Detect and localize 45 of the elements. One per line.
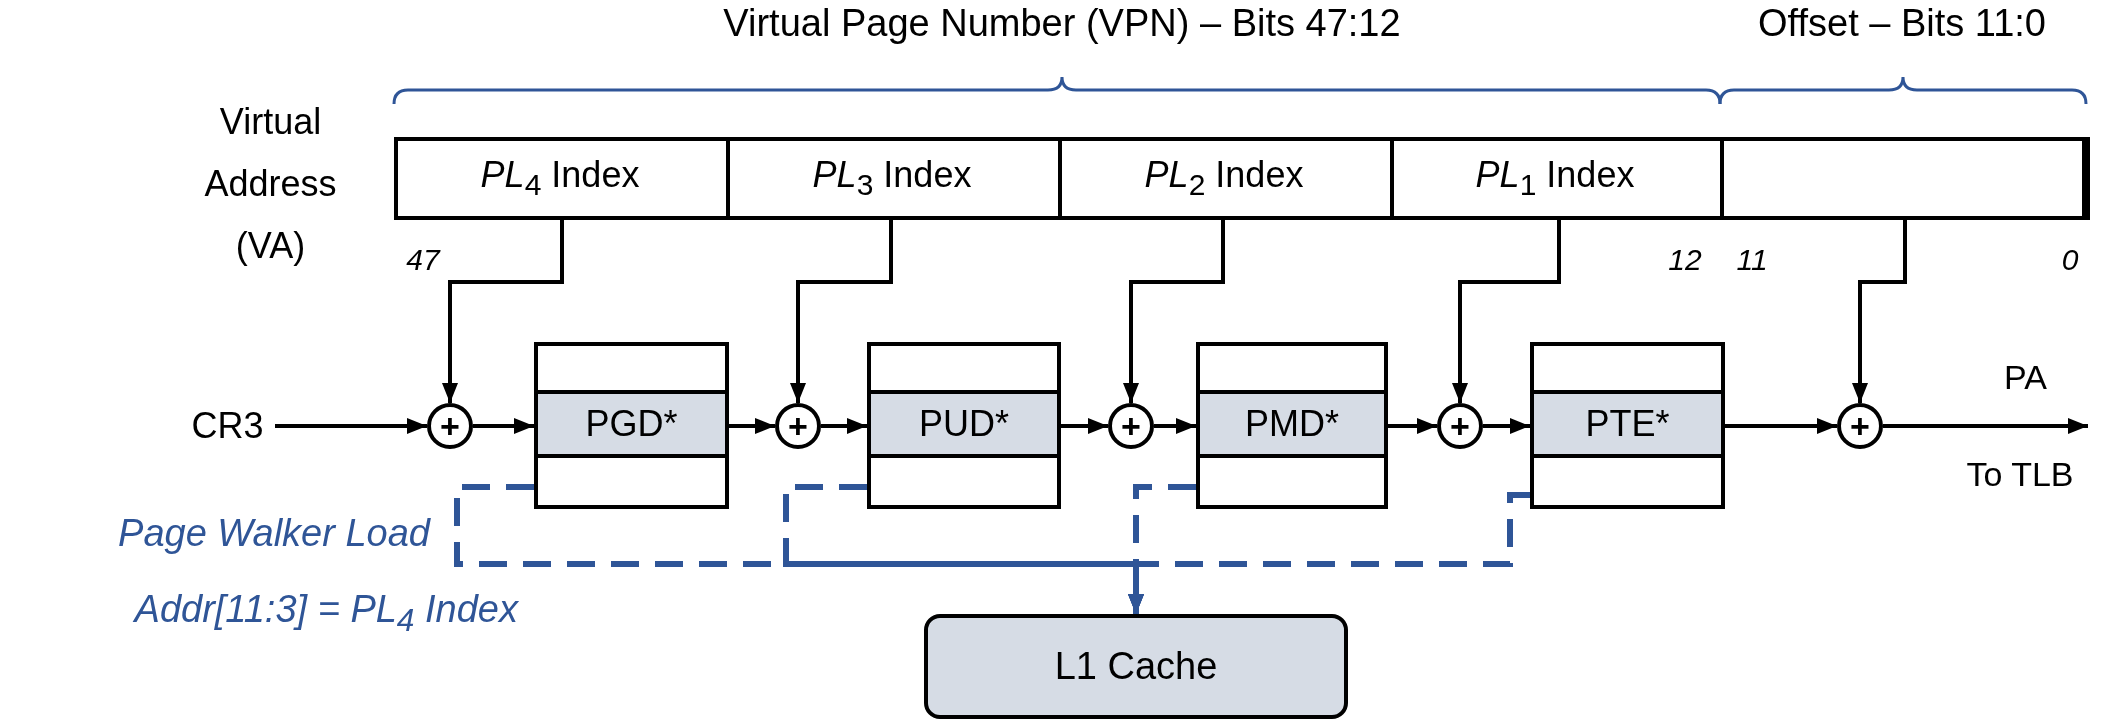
label-text: Addr[11:3] = PL$_{4}$ Index xyxy=(132,588,518,639)
table-entry: PUD* xyxy=(871,390,1057,458)
arrow xyxy=(1388,418,1437,434)
register-field: PL$_{3}$ Index xyxy=(726,137,1062,220)
adder-circle: + xyxy=(1437,403,1483,449)
table-entry: PMD* xyxy=(1200,390,1384,458)
arrow xyxy=(821,418,867,434)
label-text: Page Walker Load xyxy=(117,512,430,555)
arrow xyxy=(729,418,775,434)
arrow xyxy=(1883,418,2088,434)
register-field: PL$_{1}$ Index xyxy=(1390,137,1724,220)
page-table xyxy=(534,342,729,509)
arrow xyxy=(790,220,893,403)
register-heading: Virtual Address (VA) xyxy=(203,99,338,268)
arrow xyxy=(1123,220,1225,403)
arrow xyxy=(275,418,427,434)
label-text: 12 xyxy=(1667,243,1703,277)
node-label: CR3 xyxy=(180,400,275,452)
adder-circle: + xyxy=(1837,403,1883,449)
label-text: 0 xyxy=(2060,243,2080,277)
page-table xyxy=(1196,342,1388,509)
arrow xyxy=(1852,220,1907,403)
cache-box: L1 Cache xyxy=(924,614,1348,719)
page-table xyxy=(1530,342,1725,509)
table-entry: PTE* xyxy=(1534,390,1721,458)
label-text: Offset – Bits 11:0 xyxy=(1757,2,2047,45)
label-text: 11 xyxy=(1735,243,1769,277)
arrow xyxy=(473,418,534,434)
dashed-arrow xyxy=(1128,492,1530,614)
arrow xyxy=(1452,220,1561,403)
arrow xyxy=(442,220,564,403)
label-text: To TLB xyxy=(1965,455,2075,494)
arrow xyxy=(1061,418,1108,434)
register-field: PL$_{2}$ Index xyxy=(1058,137,1394,220)
adder-circle: + xyxy=(427,403,473,449)
arrow xyxy=(1725,418,1837,434)
page-table xyxy=(867,342,1061,509)
label-text: Virtual Page Number (VPN) – Bits 47:12 xyxy=(722,2,1402,45)
label-text: 47 xyxy=(405,243,442,277)
table-entry: PGD* xyxy=(538,390,725,458)
arrow xyxy=(1483,418,1530,434)
adder-circle: + xyxy=(1108,403,1154,449)
adder-circle: + xyxy=(775,403,821,449)
register-field: PL$_{4}$ Index xyxy=(394,137,730,220)
arrow xyxy=(1154,418,1196,434)
